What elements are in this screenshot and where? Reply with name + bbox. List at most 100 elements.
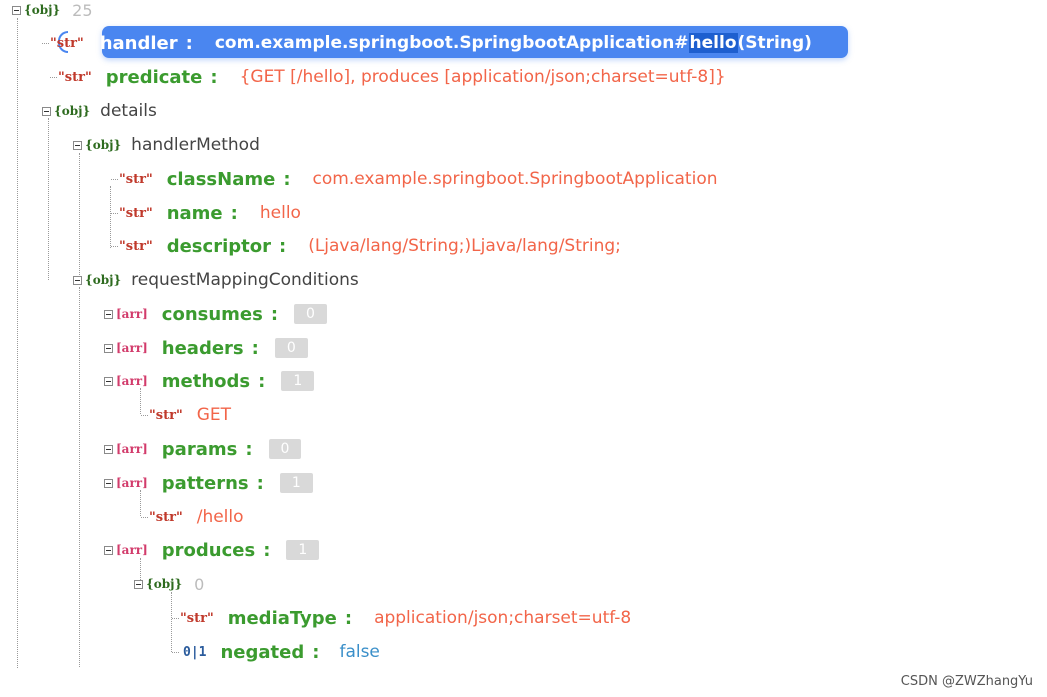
node-index: 0 [194,574,205,594]
tree-node-produces[interactable]: [arr] produces: 1 [104,533,320,567]
node-key: patterns: [161,472,264,494]
tree-guide-line [140,558,141,584]
tree-connector [111,178,118,180]
str-type-icon: "str" [149,407,183,423]
arr-type-icon: [arr] [116,307,148,321]
collapse-icon[interactable] [104,343,113,353]
count-badge: 0 [294,304,327,324]
node-key: descriptor: [166,235,287,257]
tree-node-patterns[interactable]: [arr] patterns: 1 [104,466,313,500]
collapse-icon[interactable] [73,140,82,150]
tree-node-details[interactable]: {obj} details [42,94,157,128]
tree-guide-line [140,490,141,516]
tree-node-mediatype[interactable]: "str" mediaType: application/json;charse… [172,601,631,635]
obj-type-icon: {obj} [146,577,183,591]
tree-node-consumes[interactable]: [arr] consumes: 0 [104,297,327,331]
selection-bracket [58,31,68,53]
tree-guide-line [110,186,111,248]
tree-connector [111,245,118,247]
collapse-icon[interactable] [12,5,21,15]
tree-connector [141,516,148,518]
node-value: {GET [/hello], produces [application/jso… [239,67,726,87]
node-key: className: [166,168,291,190]
collapse-icon[interactable] [104,478,113,488]
str-type-icon: "str" [119,205,153,221]
tree-connector [172,617,179,619]
collapse-icon[interactable] [134,579,143,589]
tree-node-handler[interactable]: "str" handler: com.example.springboot.Sp… [42,26,812,60]
obj-type-icon: {obj} [85,138,122,152]
tree-node-methods[interactable]: [arr] methods: 1 [104,364,315,398]
node-name: requestMappingConditions [131,270,359,290]
arr-type-icon: [arr] [116,442,148,456]
tree-node-handlermethod[interactable]: {obj} handlerMethod [73,128,260,162]
obj-type-icon: {obj} [54,104,91,118]
collapse-icon[interactable] [104,444,113,454]
count-badge: 1 [286,540,320,560]
node-key: negated: [220,641,320,663]
tree-connector [42,42,49,44]
tree-node-descriptor[interactable]: "str" descriptor: (Ljava/lang/String;)Lj… [111,229,621,263]
arr-type-icon: [arr] [116,374,148,388]
watermark-text: CSDN @ZWZhangYu [900,674,1033,689]
collapse-icon[interactable] [42,106,51,116]
str-type-icon: "str" [119,238,153,254]
selected-text[interactable]: hello [688,33,738,53]
tree-connector [50,76,57,78]
tree-node-predicate[interactable]: "str" predicate: {GET [/hello], produces… [50,60,726,94]
str-type-icon: "str" [50,35,84,51]
node-value: com.example.springboot.SpringbootApplica… [214,33,812,53]
tree-connector [141,414,148,416]
tree-node-headers[interactable]: [arr] headers: 0 [104,331,308,365]
node-key: headers: [161,337,259,359]
arr-type-icon: [arr] [116,543,148,557]
count-badge: 1 [281,371,315,391]
count-badge: 0 [268,439,302,459]
bool-type-icon: 0|1 [183,644,207,660]
tree-guide-line [17,18,18,668]
node-key: methods: [161,370,266,392]
node-value: application/json;charset=utf-8 [374,608,632,628]
tree-node-negated[interactable]: 0|1 negated: false [172,635,380,669]
tree-node-classname[interactable]: "str" className: com.example.springboot.… [111,162,718,196]
count-badge: 1 [279,473,313,493]
tree-node-produces-0[interactable]: {obj} 0 [134,567,204,601]
collapse-icon[interactable] [73,275,82,285]
node-key: mediaType: [227,607,353,629]
node-name: handlerMethod [131,135,260,155]
node-count: 25 [72,0,93,20]
node-value: false [339,642,380,662]
node-key: predicate: [105,66,218,88]
node-key: handler: [99,32,193,54]
tree-node-params[interactable]: [arr] params: 0 [104,432,302,466]
tree-guide-line [140,388,141,414]
tree-node-root[interactable]: {obj} 25 [12,0,93,27]
tree-guide-line [79,287,80,667]
collapse-icon[interactable] [104,376,113,386]
tree-guide-line [79,153,80,281]
node-value: com.example.springboot.SpringbootApplica… [312,169,718,189]
tree-connector [172,651,179,653]
tree-node-patterns-item[interactable]: "str" /hello [141,500,244,534]
str-type-icon: "str" [149,509,183,525]
tree-guide-line [48,118,49,280]
tree-guide-line [171,592,172,652]
tree-connector [111,212,118,214]
node-key: produces: [161,539,271,561]
str-type-icon: "str" [119,171,153,187]
tree-node-requestmappingconditions[interactable]: {obj} requestMappingConditions [73,263,359,297]
node-name: details [100,101,157,121]
node-value: GET [196,405,232,425]
tree-node-methods-item[interactable]: "str" GET [141,398,231,432]
node-value: hello [259,203,301,223]
node-value: /hello [196,507,244,527]
node-key: params: [161,438,253,460]
count-badge: 0 [274,338,308,358]
node-value: (Ljava/lang/String;)Ljava/lang/String; [308,236,621,256]
node-key: consumes: [161,303,279,325]
node-key: name: [166,202,238,224]
tree-node-name[interactable]: "str" name: hello [111,196,301,230]
collapse-icon[interactable] [104,309,113,319]
obj-type-icon: {obj} [24,3,61,17]
collapse-icon[interactable] [104,545,113,555]
